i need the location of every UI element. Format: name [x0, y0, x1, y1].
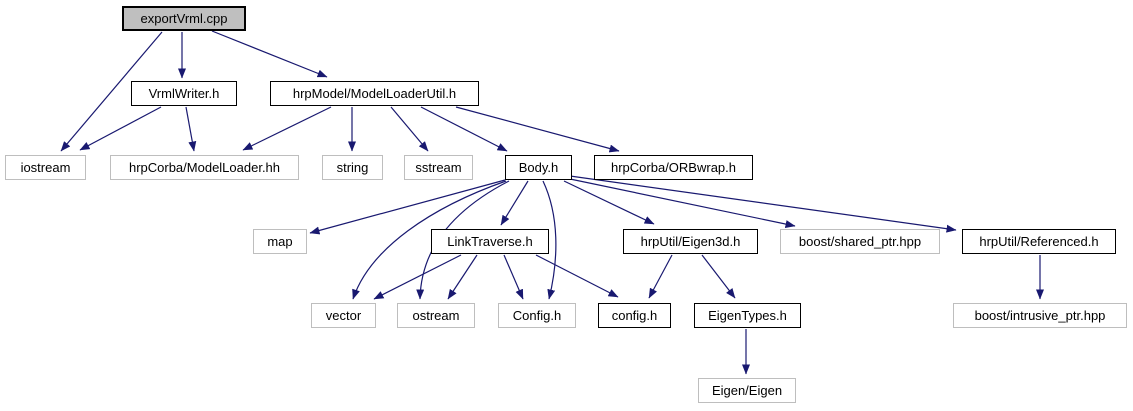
node-referenced-h[interactable]: hrpUtil/Referenced.h — [962, 229, 1116, 254]
edge-body-linkTraverse — [500, 180, 529, 226]
edge-modelLoaderUtil-body — [420, 106, 508, 152]
node-orbwrap-h[interactable]: hrpCorba/ORBwrap.h — [594, 155, 753, 180]
node-body-h[interactable]: Body.h — [505, 155, 572, 180]
edge-eigen3d-configLow — [648, 254, 673, 299]
node-vrmlwriter-h[interactable]: VrmlWriter.h — [131, 81, 237, 106]
edge-exportVrml-iostream — [60, 31, 163, 152]
edge-vrmlWriter-iostream — [79, 106, 162, 151]
edge-body-map — [309, 179, 506, 235]
node-intrusive-ptr-hpp: boost/intrusive_ptr.hpp — [953, 303, 1127, 328]
edge-linkTraverse-configCap — [503, 254, 524, 300]
edge-linkTraverse-ostream — [447, 254, 478, 300]
edge-linkTraverse-vector — [373, 254, 462, 300]
node-iostream: iostream — [5, 155, 86, 180]
edge-exportVrml-modelLoaderUtil — [211, 30, 328, 78]
edge-modelLoaderUtil-modelLoaderHh — [242, 106, 332, 151]
node-ostream: ostream — [397, 303, 475, 328]
edge-body-referenced — [569, 175, 957, 233]
node-config-low-h[interactable]: config.h — [598, 303, 671, 328]
node-vector: vector — [311, 303, 376, 328]
node-string: string — [322, 155, 383, 180]
edge-modelLoaderUtil-orbWrap — [455, 106, 620, 153]
node-config-cap-h: Config.h — [498, 303, 576, 328]
edge-vrmlWriter-modelLoaderHh — [185, 106, 197, 152]
edge-body-configCap — [542, 180, 557, 300]
edge-eigen3d-eigenTypes — [701, 254, 736, 299]
edge-body-sharedPtr — [569, 178, 796, 228]
edge-body-vector — [352, 180, 507, 300]
node-linktraverse-h[interactable]: LinkTraverse.h — [431, 229, 549, 254]
node-sstream: sstream — [404, 155, 473, 180]
edge-body-eigen3d — [563, 180, 655, 225]
node-shared-ptr-hpp: boost/shared_ptr.hpp — [780, 229, 940, 254]
node-modelloader-hh: hrpCorba/ModelLoader.hh — [110, 155, 299, 180]
edge-linkTraverse-configLow — [535, 254, 619, 298]
node-eigen3d-h[interactable]: hrpUtil/Eigen3d.h — [623, 229, 758, 254]
edge-modelLoaderUtil-sstream — [390, 106, 429, 152]
node-exportvrml-cpp: exportVrml.cpp — [122, 6, 246, 31]
node-eigen-eigen: Eigen/Eigen — [698, 378, 796, 403]
node-eigentypes-h[interactable]: EigenTypes.h — [694, 303, 801, 328]
node-modelloaderutil-h[interactable]: hrpModel/ModelLoaderUtil.h — [270, 81, 479, 106]
node-map: map — [253, 229, 307, 254]
